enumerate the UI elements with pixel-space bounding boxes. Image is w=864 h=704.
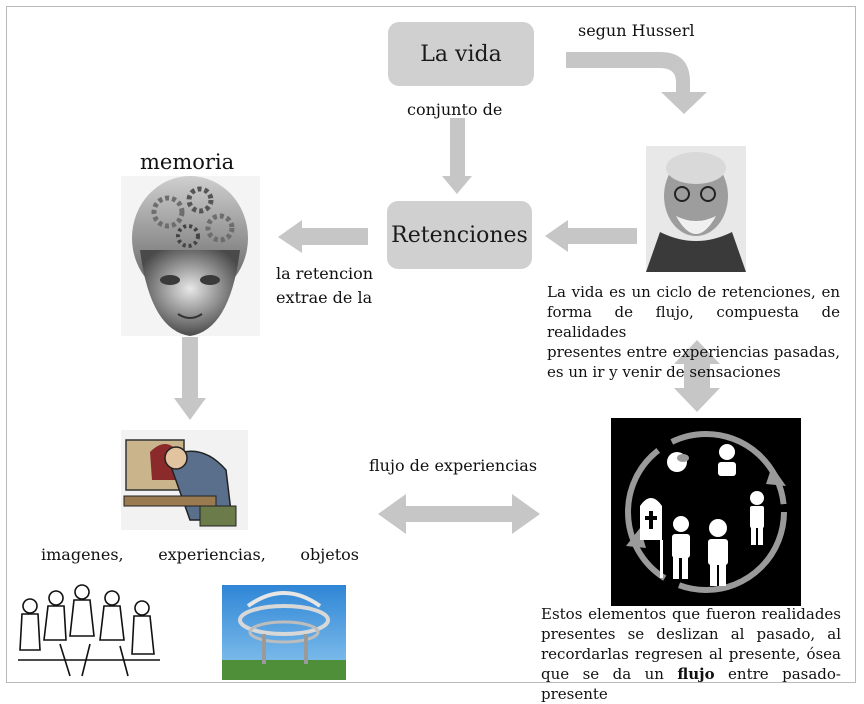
arrow-memoria-to-computer (174, 337, 206, 420)
node-retenciones: Retenciones (387, 201, 532, 269)
paragraph-vida-line-4: es un ir y venir de sensaciones (547, 363, 781, 381)
paragraph-estos-line-1: Estos elementos que fueron realidades (541, 605, 841, 623)
label-extrae-de-la: extrae de la (276, 288, 373, 307)
paragraph-vida-line-2: forma de flujo, compuesta de realidades (547, 303, 840, 341)
arrow-retenciones-to-memoria (278, 220, 368, 253)
diagram-frame (6, 6, 856, 683)
label-experiencias: experiencias, (158, 545, 266, 564)
node-la-vida-label: La vida (420, 41, 502, 67)
head-with-gears-image (121, 176, 260, 336)
spiral-sculpture-photo (222, 585, 346, 680)
double-arrow-horizontal (378, 494, 540, 534)
husserl-portrait-image (646, 146, 746, 272)
label-retencion-extrae: la retencion extrae de la (276, 262, 373, 310)
node-la-vida: La vida (388, 22, 534, 86)
paragraph-estos-flujo-bold: flujo (677, 665, 715, 683)
paragraph-vida-line-3: presentes entre experiencias pasadas, (547, 343, 840, 361)
label-objetos: objetos (300, 545, 359, 564)
label-segun-husserl: segun Husserl (578, 21, 695, 40)
label-imagenes: imagenes, (41, 545, 124, 564)
curved-arrow-husserl (566, 52, 707, 114)
arrow-vida-to-retenciones (442, 118, 472, 194)
paragraph-estos-line-3: recordarlas regresen al presente, ósea (541, 645, 841, 663)
double-arrow-vertical (674, 340, 720, 412)
paragraph-estos-line-4-before: que se da un (541, 665, 678, 683)
paragraph-la-vida: La vida es un ciclo de retenciones, en f… (547, 282, 840, 382)
people-sketch (18, 584, 160, 677)
label-imagenes-experiencias-objetos: imagenes, experiencias, objetos (41, 545, 359, 564)
paragraph-vida-line-1: La vida es un ciclo de retenciones, en (547, 283, 840, 301)
label-memoria: memoria (140, 150, 235, 174)
label-la-retencion: la retencion (276, 264, 374, 283)
paragraph-estos-line-2: presentes se deslizan al pasado, al (541, 625, 841, 643)
arrow-husserl-to-retenciones (545, 220, 637, 252)
paragraph-estos-elementos: Estos elementos que fueron realidades pr… (541, 604, 841, 704)
label-flujo-de-experiencias: flujo de experiencias (369, 456, 538, 475)
node-retenciones-label: Retenciones (391, 222, 528, 248)
man-at-computer-cartoon (121, 430, 248, 530)
label-conjunto-de: conjunto de (407, 100, 503, 119)
life-cycle-pictogram (611, 418, 801, 606)
paragraph-estos-line-4: que se da un flujo entre pasado-presente (541, 664, 841, 704)
